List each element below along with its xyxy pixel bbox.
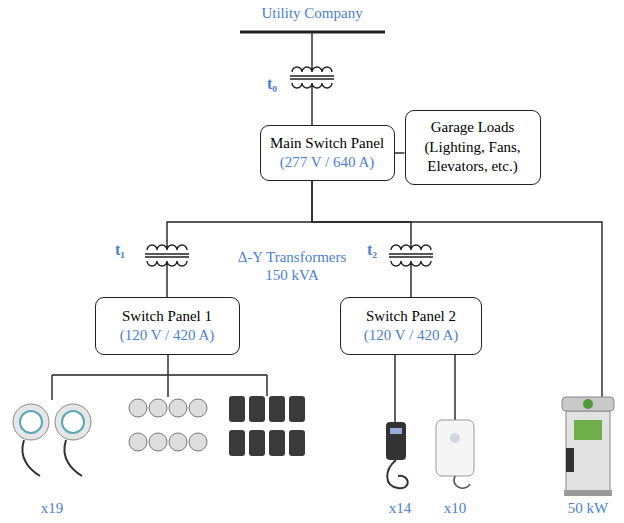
transformer-note: Δ-Y Transformers 150 kVA <box>227 248 357 284</box>
box-title: Switch Panel 2 <box>349 307 473 327</box>
charger-icon <box>13 404 91 476</box>
charger-body <box>229 430 245 456</box>
switch-panel-box: Switch Panel 2(120 V / 420 A) <box>340 297 482 355</box>
box-title: Garage Loads (Lighting, Fans, Elevators,… <box>414 118 532 177</box>
charger-body <box>289 396 305 422</box>
charger-screen <box>574 420 602 440</box>
source-label: Utility Company <box>261 4 362 22</box>
charger-body <box>289 430 305 456</box>
charger-body <box>169 399 187 417</box>
charger-body <box>249 396 265 422</box>
charger-body <box>169 433 187 451</box>
box-title: Main Switch Panel <box>269 134 386 154</box>
transformer-symbol <box>144 238 190 273</box>
quantity-label: x19 <box>41 499 64 517</box>
charger-face <box>20 411 42 433</box>
switch-panel-box: Main Switch Panel(277 V / 640 A) <box>260 125 395 181</box>
switch-panel-box: Switch Panel 1(120 V / 420 A) <box>95 297 240 355</box>
box-rating: (120 V / 420 A) <box>349 326 473 346</box>
charger-icon <box>229 396 305 456</box>
box-rating: (277 V / 640 A) <box>269 153 386 173</box>
charger-holster <box>566 448 574 472</box>
charger-body <box>436 420 474 476</box>
charger-cable <box>387 460 408 488</box>
charger-body <box>566 411 610 491</box>
dc-fast-charger-icon <box>562 397 614 496</box>
charger-body <box>129 399 147 417</box>
charger-cable <box>22 440 82 476</box>
quantity-label: x14 <box>389 499 412 517</box>
charger-light <box>450 433 460 443</box>
charger-head <box>562 397 614 411</box>
charger-icon <box>129 399 207 451</box>
charger-body <box>386 422 406 460</box>
charger-body <box>149 433 167 451</box>
charger-body <box>249 430 265 456</box>
transformer-label: t₁ <box>115 240 125 259</box>
transformer-symbol <box>388 238 434 273</box>
power-label: 50 kW <box>568 499 608 517</box>
charger-body <box>189 399 207 417</box>
charger-body <box>189 433 207 451</box>
feeder-wire <box>312 222 602 397</box>
charger-cable <box>454 476 470 488</box>
load-box: Garage Loads (Lighting, Fans, Elevators,… <box>405 110 541 185</box>
box-title: Switch Panel 1 <box>104 307 231 327</box>
charger-body <box>149 399 167 417</box>
transformer-label: t₂ <box>367 240 377 259</box>
branch-wire <box>395 345 455 422</box>
charger-base <box>564 490 612 496</box>
charger-face <box>62 411 84 433</box>
charger-logo <box>583 399 593 409</box>
charger-icon <box>436 420 474 488</box>
charger-body <box>229 396 245 422</box>
charger-body <box>269 396 285 422</box>
connector-line <box>395 152 405 153</box>
charger-body <box>13 404 49 440</box>
box-rating: (120 V / 420 A) <box>104 326 231 346</box>
charger-icon <box>386 422 408 488</box>
charger-body <box>55 404 91 440</box>
transformer-label: t₀ <box>267 74 277 93</box>
charger-body <box>269 430 285 456</box>
charger-screen <box>390 428 402 434</box>
transformer-symbol <box>289 60 335 95</box>
quantity-label: x10 <box>444 499 467 517</box>
charger-body <box>129 433 147 451</box>
